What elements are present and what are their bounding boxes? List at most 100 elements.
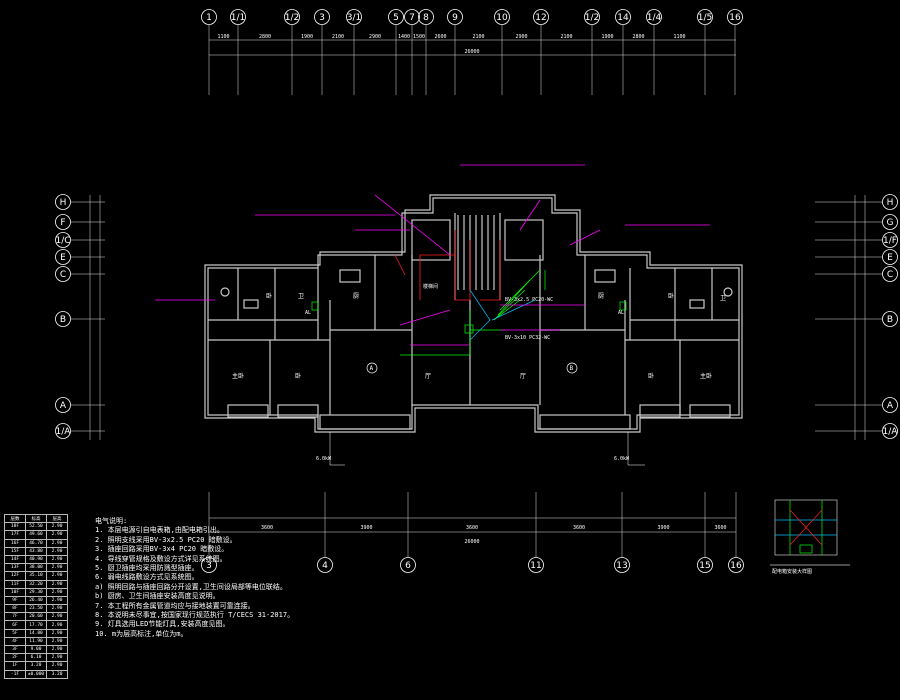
table-cell: 2.90	[46, 628, 68, 638]
axis-marker-bottom: 3	[206, 561, 212, 571]
table-cell: 9F	[4, 595, 26, 606]
axis-marker-bottom: 6	[405, 561, 411, 571]
table-cell: 2.90	[46, 604, 68, 614]
table-cell: 11.90	[25, 636, 47, 647]
table-cell: 26.40	[25, 595, 47, 606]
dimension-label: 2900	[515, 34, 527, 40]
axis-marker-top: 16	[729, 13, 741, 23]
dimension-label: 1900	[301, 34, 313, 40]
table-cell: 14.80	[25, 628, 47, 638]
notes-title: 电气说明:	[95, 517, 128, 525]
unit-label: B	[570, 365, 574, 372]
meter-label-left: 6.0kW	[316, 456, 332, 462]
dimension-label: 3600	[261, 525, 273, 531]
table-cell: 2.90	[46, 661, 68, 671]
axis-marker-left-circle	[55, 311, 71, 327]
room-label: 卫	[720, 295, 726, 302]
dimension-total: 26000	[464, 49, 479, 55]
table-cell: 46.70	[25, 538, 47, 548]
axis-marker-bottom-circle	[317, 557, 333, 573]
axis-marker-top-circle	[388, 9, 404, 25]
table-cell: 43.80	[25, 546, 47, 556]
axis-marker-bottom-circle	[201, 557, 217, 573]
axis-marker-left-circle	[55, 397, 71, 413]
wiring-cyan	[469, 289, 536, 341]
axis-marker-left-circle	[55, 214, 71, 230]
note-item: 7. 本工程所有金属管道均应与接地装置可靠连接。	[95, 601, 255, 610]
room-label: 卫	[298, 293, 304, 300]
axis-marker-left-circle	[55, 232, 71, 248]
axis-marker-right: G	[887, 218, 894, 228]
dimension-total: 26000	[464, 539, 479, 545]
table-cell: 6.10	[25, 653, 47, 663]
detail-title: 配电箱安装大样图	[772, 568, 812, 575]
axis-marker-right: 1/F	[883, 236, 897, 246]
dimension-label: 2100	[560, 34, 572, 40]
axis-marker-right: C	[887, 270, 893, 280]
axis-marker-top: 1/4	[647, 13, 662, 23]
axis-marker-top: 7	[409, 13, 415, 23]
dimension-label: 3900	[360, 525, 372, 531]
axis-marker-right: A	[887, 401, 894, 411]
axis-marker-left: B	[60, 315, 66, 325]
table-cell: 5F	[4, 628, 26, 638]
table-cell: 14F	[4, 554, 26, 565]
table-cell: 23.50	[25, 604, 47, 614]
axis-marker-bottom: 11	[530, 561, 541, 571]
axis-marker-top: 3	[319, 13, 325, 23]
box-label-right: AL	[618, 310, 624, 316]
axis-marker-top-circle	[346, 9, 362, 25]
table-cell: 3.20	[46, 669, 68, 679]
table-cell: 29.30	[25, 587, 47, 597]
table-cell: ±0.000	[25, 669, 47, 679]
axis-marker-top-circle	[533, 9, 549, 25]
dimension-label: 1900	[601, 34, 613, 40]
table-cell: 6F	[4, 620, 26, 630]
table-cell: 2.90	[46, 538, 68, 548]
axis-marker-right-circle	[882, 397, 898, 413]
dimension-label: 2600	[434, 34, 446, 40]
axis-marker-right-circle	[882, 249, 898, 265]
note-item: 8. 本说明未尽事宜,按国家现行规范执行 T/CECS 31-2017。	[95, 611, 295, 620]
axis-marker-top-circle	[646, 9, 662, 25]
dimension-label: 3900	[657, 525, 669, 531]
axis-marker-top: 12	[535, 13, 546, 23]
axis-marker-top-circle	[201, 9, 217, 25]
pipe-main-label: BV-3x10 PC32-WC	[505, 335, 550, 341]
table-cell: 2.90	[46, 595, 68, 606]
table-cell: 2.90	[46, 546, 68, 556]
dimension-label: 1500	[413, 34, 425, 40]
dimension-label: 3600	[573, 525, 585, 531]
axis-marker-top-circle	[727, 9, 743, 25]
axis-marker-left-circle	[55, 194, 71, 210]
axis-marker-top-circle	[584, 9, 600, 25]
axis-marker-top: 1/5	[698, 13, 712, 23]
building-walls	[204, 194, 743, 433]
axis-marker-top-circle	[447, 9, 463, 25]
note-item: 4. 导线穿管规格及敷设方式详见系统图。	[95, 554, 227, 563]
annotation-leaders	[155, 164, 710, 346]
axis-marker-right-circle	[882, 266, 898, 282]
table-cell: 20.60	[25, 612, 47, 622]
table-cell: 2.90	[46, 620, 68, 630]
axis-marker-bottom: 13	[616, 561, 627, 571]
table-cell: 2.90	[46, 653, 68, 663]
axis-marker-bottom-circle	[400, 557, 416, 573]
table-cell: 38.00	[25, 563, 47, 573]
dimension-label: 1400	[398, 34, 410, 40]
axis-marker-bottom: 15	[699, 561, 710, 571]
table-cell: 13F	[4, 563, 26, 573]
axis-marker-top: 1/1	[231, 13, 245, 23]
meter-leaders	[329, 432, 645, 466]
axis-marker-left: F	[60, 218, 65, 228]
